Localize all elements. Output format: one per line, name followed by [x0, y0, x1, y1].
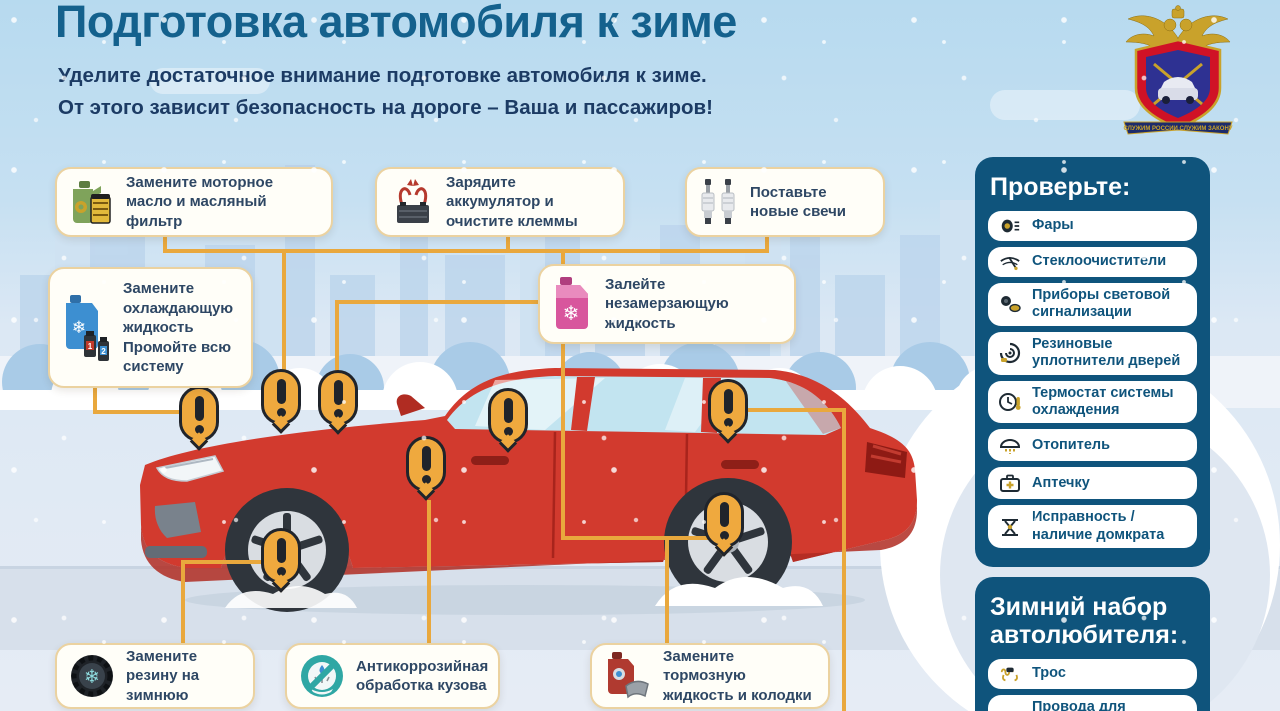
check-item-label: Исправность / наличие домкрата [1032, 509, 1165, 543]
svg-text:❄: ❄ [84, 667, 100, 688]
check-item-lights: Фары [988, 211, 1197, 241]
connector-line [282, 251, 286, 373]
svg-text:2: 2 [101, 347, 106, 356]
check-item-label: Стеклоочистители [1032, 253, 1167, 270]
connector-line [665, 536, 669, 645]
attention-marker [179, 386, 219, 451]
check-item-heater: Отопитель [988, 429, 1197, 462]
callout-battery: Зарядите аккумулятор и очистите клеммы [375, 167, 625, 237]
svg-text:1: 1 [88, 342, 93, 351]
first-aid-kit-icon [997, 471, 1023, 495]
connector-line [335, 300, 339, 374]
callout-tires: ❄ Замените резину на зимнюю [55, 643, 255, 709]
connector-line [842, 408, 846, 711]
connector-line [93, 410, 190, 414]
callout-oil: Замените моторное масло и масляный фильт… [55, 167, 333, 237]
connector-line [181, 560, 185, 645]
page-subtitle: Уделите достаточное внимание подготовке … [58, 60, 713, 124]
connector-line [335, 300, 542, 304]
winter-tire-icon: ❄ [69, 653, 115, 699]
subtitle-line-1: Уделите достаточное внимание подготовке … [58, 64, 707, 87]
red-car-illustration [140, 368, 917, 615]
connector-line [743, 408, 846, 412]
kit-item-label: Провода для «прикуривания» [1032, 699, 1126, 711]
spark-plugs-icon [699, 177, 739, 227]
winter-kit-panel: Зимний набор автолюбителя: Трос Провода … [975, 577, 1210, 711]
callout-anticorrosion: Антикоррозийная обработка кузова [285, 643, 500, 709]
subtitle-line-2: От этого зависит безопасность на дороге … [58, 95, 713, 119]
emblem-ribbon-text: СЛУЖИМ РОССИИ СЛУЖИМ ЗАКОНУ [1123, 126, 1232, 132]
jack-icon [997, 515, 1023, 539]
connector-line [506, 237, 510, 252]
callout-oil-label: Замените моторное масло и масляный фильт… [126, 173, 274, 230]
check-panel-title: Проверьте: [990, 173, 1131, 201]
attention-marker [261, 528, 301, 593]
check-item-label: Термостат системы охлаждения [1032, 384, 1174, 418]
tow-rope-icon [997, 663, 1023, 685]
signal-lights-icon [997, 292, 1023, 316]
heater-icon [997, 433, 1023, 457]
check-item-label: Резиновые уплотнители дверей [1032, 335, 1181, 370]
attention-marker [318, 370, 358, 435]
callout-anticorrosion-label: Антикоррозийная обработка кузова [356, 657, 489, 695]
callout-brakes: Замените тормозную жидкость и колодки [590, 643, 830, 709]
antifreeze-jug-icon: ❄ [552, 275, 594, 333]
callout-washer-fluid: ❄ Залейте незамерзающую жидкость [538, 264, 796, 344]
coolant-jug-icon: ❄ 1 2 [62, 293, 112, 369]
anticorrosion-icon [299, 653, 345, 699]
attention-marker [488, 388, 528, 453]
check-panel: Проверьте: Фары Стеклоочистители Приборы… [975, 157, 1210, 567]
check-item-door-seals: Резиновые уплотнители дверей [988, 331, 1197, 375]
check-item-jack: Исправность / наличие домкрата [988, 505, 1197, 549]
check-item-first-aid: Аптечку [988, 467, 1197, 500]
traffic-police-emblem: СЛУЖИМ РОССИИ СЛУЖИМ ЗАКОНУ [1123, 5, 1233, 135]
svg-text:❄: ❄ [72, 318, 86, 337]
attention-marker [261, 369, 301, 434]
callout-spark-plugs-label: Поставьте новые свечи [750, 183, 847, 221]
wiper-icon [997, 251, 1023, 273]
kit-item-jumper-wires: Провода для «прикуривания» [988, 695, 1197, 711]
check-item-signal-lights: Приборы световой сигнализации [988, 283, 1197, 326]
check-item-label: Отопитель [1032, 436, 1111, 453]
kit-item-label: Трос [1032, 665, 1066, 682]
kit-item-tow-rope: Трос [988, 659, 1197, 689]
brake-fluid-pads-icon [604, 650, 652, 702]
check-item-label: Приборы световой сигнализации [1032, 287, 1171, 321]
svg-text:❄: ❄ [563, 303, 580, 325]
attention-marker [406, 436, 446, 501]
callout-washer-fluid-label: Залейте незамерзающую жидкость [605, 275, 729, 332]
callout-battery-label: Зарядите аккумулятор и очистите клеммы [446, 173, 578, 230]
check-item-label: Аптечку [1032, 474, 1090, 491]
page-title: Подготовка автомобиля к зиме [55, 0, 737, 47]
headlight-icon [997, 215, 1023, 237]
connector-line [765, 235, 769, 253]
attention-marker [708, 379, 748, 444]
connector-line [427, 500, 431, 645]
jumper-cables-icon [997, 704, 1023, 711]
battery-jumper-icon [389, 177, 435, 227]
door-seal-icon [997, 341, 1023, 365]
oil-canister-and-filter-icon [69, 177, 115, 227]
callout-brakes-label: Замените тормозную жидкость и колодки [663, 647, 812, 704]
callout-coolant-label: Замените охлаждающую жидкость Промойте в… [123, 280, 234, 375]
callout-spark-plugs: Поставьте новые свечи [685, 167, 885, 237]
check-item-wipers: Стеклоочистители [988, 247, 1197, 277]
attention-marker [704, 492, 744, 557]
check-item-thermostat: Термостат системы охлаждения [988, 380, 1197, 424]
winter-kit-panel-title: Зимний набор автолюбителя: [990, 593, 1179, 649]
thermostat-icon [997, 390, 1023, 414]
connector-line [163, 249, 769, 253]
callout-tires-label: Замените резину на зимнюю [126, 647, 200, 704]
check-item-label: Фары [1032, 217, 1074, 234]
callout-coolant: ❄ 1 2 Замените охлаждающую жидкость Пром… [48, 267, 253, 388]
